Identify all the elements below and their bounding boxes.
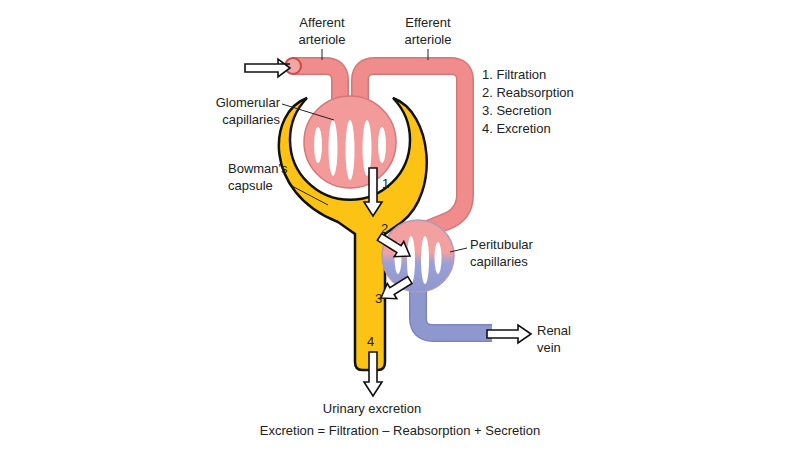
equation-caption: Excretion = Filtration – Reabsorption + … [190, 422, 610, 439]
leader-lines [282, 49, 467, 252]
process-list-item: 4. Excretion [482, 120, 622, 137]
output-label: Urinary excretion [282, 400, 462, 417]
process-list-item: 2. Reabsorption [482, 84, 622, 101]
renal-vein-vessel [418, 285, 492, 333]
process-list-item: 1. Filtration [482, 66, 622, 83]
callout-number: 4 [367, 333, 381, 350]
part-label: Bowman's capsule [228, 160, 300, 194]
callout-number: 1 [382, 175, 396, 192]
vessel-label: Renal vein [537, 322, 579, 356]
callout-number: 3 [375, 290, 389, 307]
vessel-label: Efferent arteriole [391, 14, 466, 48]
part-label: Peritubular capillaries [470, 236, 554, 270]
vessel-label: Afferent arteriole [285, 14, 360, 48]
process-list-item: 3. Secretion [482, 102, 622, 119]
callout-number: 2 [381, 220, 395, 237]
part-label: Glomerular capillaries [196, 94, 280, 128]
glomerular-tuft [304, 96, 396, 188]
peritubular-capillary-bed [382, 220, 454, 292]
